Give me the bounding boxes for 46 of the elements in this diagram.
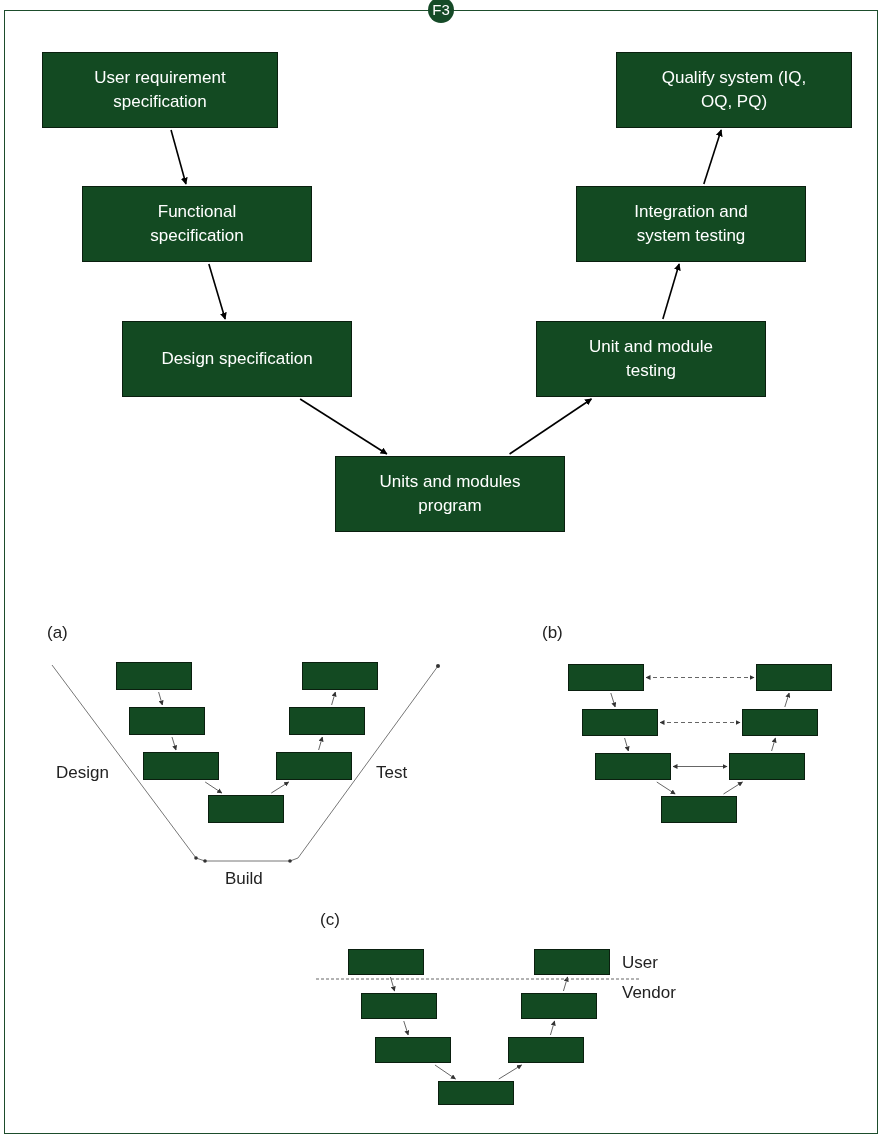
- diagram-label: (b): [542, 624, 563, 641]
- empty-box: [568, 664, 644, 691]
- process-box: Qualify system (IQ, OQ, PQ): [616, 52, 852, 128]
- empty-box: [348, 949, 424, 975]
- arrow: [170, 129, 188, 185]
- arrow: [208, 263, 227, 320]
- empty-box: [438, 1081, 514, 1105]
- empty-box: [289, 707, 365, 735]
- empty-box: [742, 709, 818, 736]
- empty-box: [361, 993, 437, 1019]
- empty-box: [756, 664, 832, 691]
- empty-box: [661, 796, 737, 823]
- arrow: [299, 398, 388, 455]
- empty-box: [276, 752, 352, 780]
- diagram-label: Design: [56, 764, 109, 781]
- empty-box: [521, 993, 597, 1019]
- empty-box: [582, 709, 658, 736]
- process-box: Integration and system testing: [576, 186, 806, 262]
- diagram-label: (c): [320, 911, 340, 928]
- empty-box: [143, 752, 219, 780]
- arrow: [703, 129, 723, 185]
- process-box: Functional specification: [82, 186, 312, 262]
- empty-box: [208, 795, 284, 823]
- process-box: Unit and module testing: [536, 321, 766, 397]
- diagram-label: Test: [376, 764, 408, 781]
- diagram-label: Build: [225, 870, 263, 887]
- arrow: [662, 263, 681, 320]
- process-box: Units and modules program: [335, 456, 565, 532]
- arrow: [659, 720, 741, 725]
- empty-box: [508, 1037, 584, 1063]
- process-box: User requirement specification: [42, 52, 278, 128]
- figure-badge: F3: [428, 0, 454, 23]
- diagram-label: (a): [47, 624, 68, 641]
- arrow: [508, 398, 593, 455]
- empty-box: [534, 949, 610, 975]
- arrow: [672, 764, 728, 769]
- arrow: [645, 675, 755, 680]
- empty-box: [302, 662, 378, 690]
- empty-box: [729, 753, 805, 780]
- diagram-label: User: [622, 954, 658, 971]
- diagram-label: Vendor: [622, 984, 676, 1001]
- empty-box: [375, 1037, 451, 1063]
- empty-box: [116, 662, 192, 690]
- empty-box: [595, 753, 671, 780]
- process-box: Design specification: [122, 321, 352, 397]
- empty-box: [129, 707, 205, 735]
